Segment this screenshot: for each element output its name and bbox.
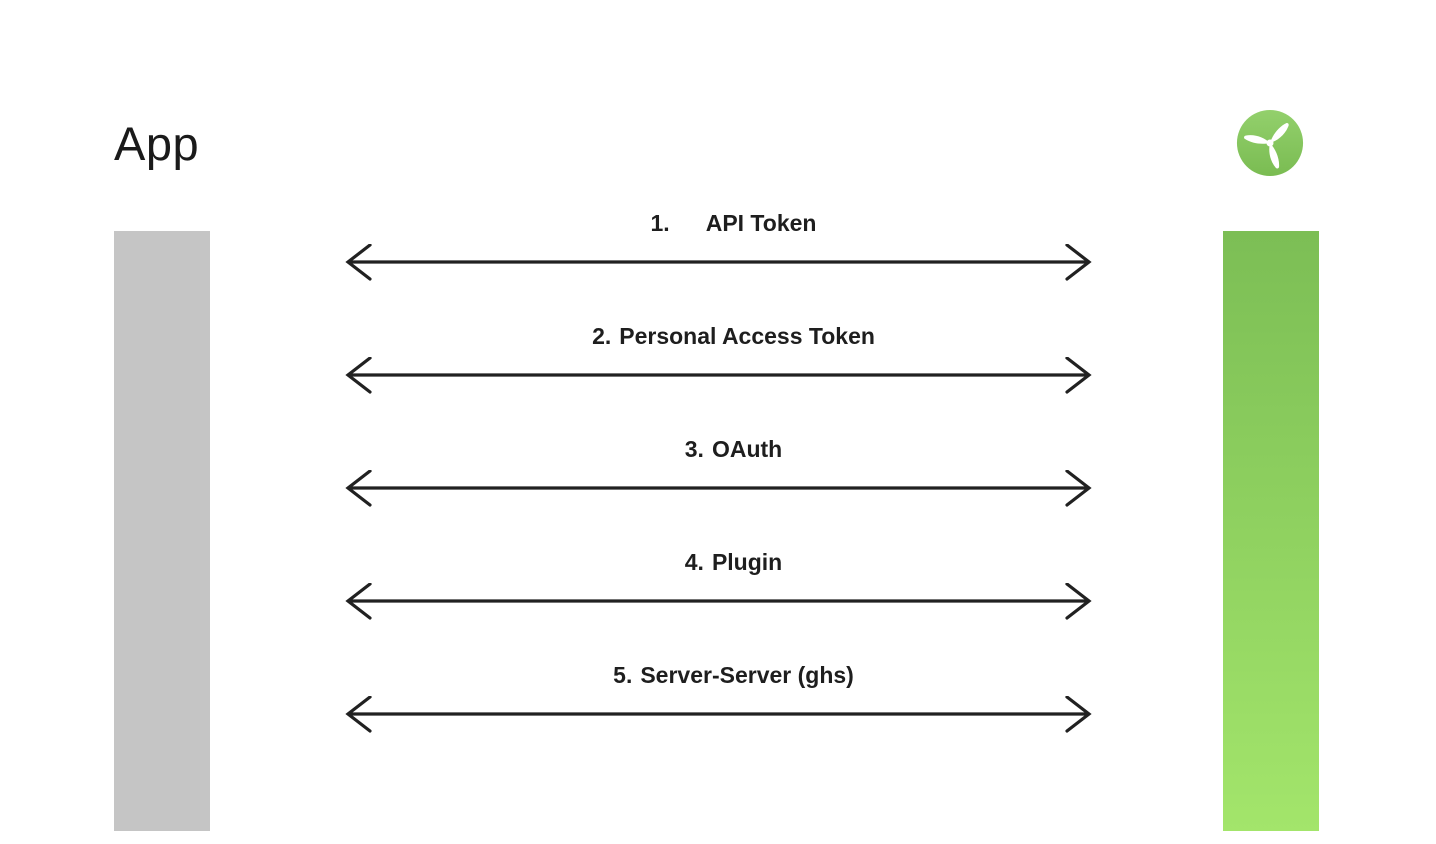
connection-label: 4. Plugin [360, 549, 1107, 583]
connection-label: 2. Personal Access Token [360, 323, 1107, 357]
connection-number: 4. [684, 549, 704, 575]
service-lifeline-bar [1223, 231, 1319, 831]
connection-title: Server-Server (ghs) [640, 662, 854, 688]
connection-title: Personal Access Token [619, 323, 875, 349]
connection-number: 5. [613, 662, 633, 688]
connection-label: 1. API Token [360, 210, 1107, 244]
connection-label: 3. OAuth [360, 436, 1107, 470]
connection-number: 3. [684, 436, 704, 462]
connection-label: 5. Server-Server (ghs) [360, 662, 1107, 696]
connection-row: 1. API Token [345, 210, 1092, 286]
connection-row: 4. Plugin [345, 549, 1092, 625]
double-arrow [345, 696, 1092, 733]
connection-title: API Token [705, 210, 817, 236]
double-arrow [345, 470, 1092, 507]
propeller-logo-icon [1236, 109, 1304, 177]
connection-title: Plugin [711, 549, 783, 575]
app-title: App [114, 117, 200, 170]
connection-row: 5. Server-Server (ghs) [345, 662, 1092, 738]
app-lifeline-bar [114, 231, 210, 831]
connection-row: 2. Personal Access Token [345, 323, 1092, 399]
connection-title: OAuth [711, 436, 783, 462]
connection-number: 2. [592, 323, 612, 349]
double-arrow [345, 583, 1092, 620]
connection-row: 3. OAuth [345, 436, 1092, 512]
double-arrow [345, 357, 1092, 394]
connection-number: 1. [650, 210, 670, 236]
double-arrow [345, 244, 1092, 281]
